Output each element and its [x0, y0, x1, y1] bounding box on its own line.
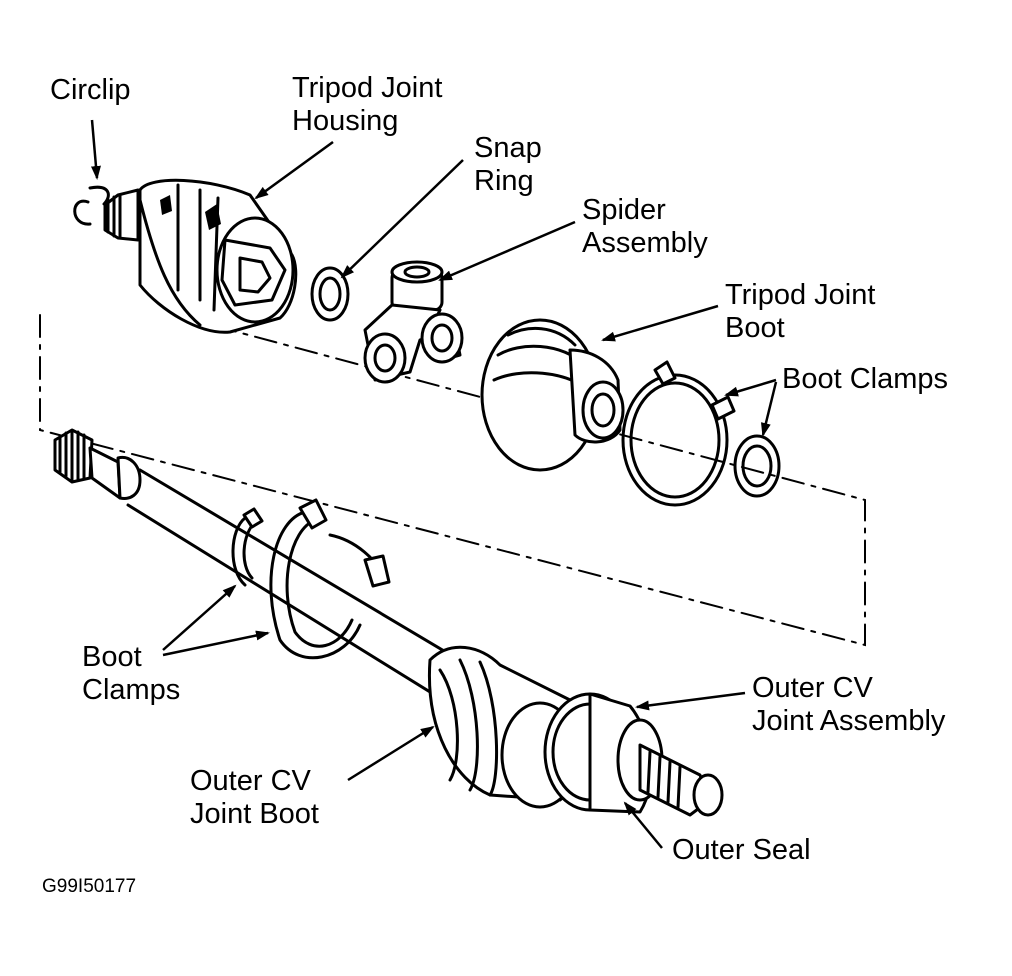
- spider-assembly-label-line1: Spider: [582, 194, 666, 226]
- tripod-joint-boot-label-line1: Tripod Joint: [725, 279, 876, 311]
- outer-cv-joint-assembly-label-line1: Outer CV: [752, 672, 873, 704]
- boot-clamps-upper-label: Boot Clamps: [782, 363, 949, 395]
- circlip-part: [73, 185, 110, 226]
- tripod-joint-housing-label-line2: Housing: [292, 105, 399, 137]
- outer-seal-label: Outer Seal: [672, 834, 811, 866]
- boot-clamps-lower-label-line1: Boot: [82, 641, 142, 673]
- snap-ring-label-line1: Snap: [474, 132, 542, 164]
- spider-assembly-part: [363, 260, 464, 384]
- tripod-joint-boot-part: [480, 318, 625, 472]
- figure-code: G99I50177: [42, 876, 137, 897]
- lower-boot-clamps-part: [231, 498, 391, 660]
- circlip-label: Circlip: [50, 74, 131, 106]
- outer-cv-joint-assembly-part: [543, 692, 724, 817]
- tripod-joint-boot-label-line2: Boot: [725, 312, 785, 344]
- boot-clamps-lower-label-line2: Clamps: [82, 674, 181, 706]
- outer-cv-joint-boot-label-line1: Outer CV: [190, 765, 311, 797]
- upper-boot-clamps-part: [621, 360, 781, 507]
- snap-ring-part: [310, 266, 350, 322]
- tripod-joint-housing-part: [103, 178, 298, 334]
- enclosure-outline: [39, 314, 866, 647]
- outer-cv-joint-boot-label-line2: Joint Boot: [190, 798, 319, 830]
- outer-cv-joint-assembly-label-line2: Joint Assembly: [752, 705, 946, 737]
- snap-ring-label-line2: Ring: [474, 165, 534, 197]
- spider-assembly-label-line2: Assembly: [582, 227, 708, 259]
- tripod-joint-housing-label-line1: Tripod Joint: [292, 72, 443, 104]
- leader-arrows: [90, 119, 778, 849]
